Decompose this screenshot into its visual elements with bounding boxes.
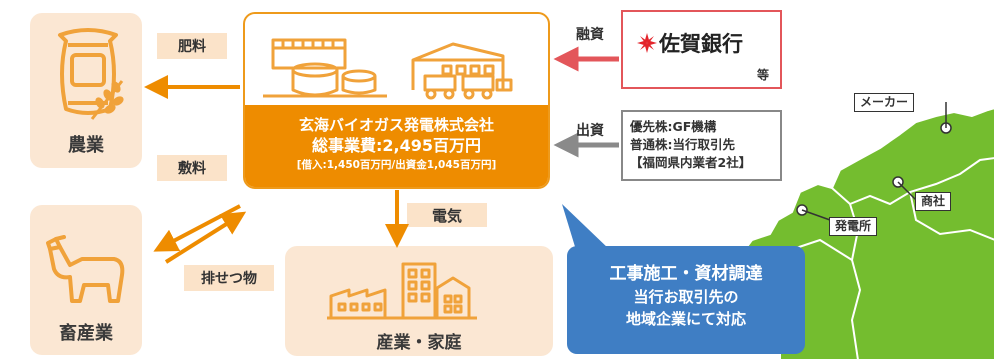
callout-title: 工事施工・資材調達 <box>609 264 763 284</box>
bank-suffix: 等 <box>757 68 770 82</box>
industry-panel: 産業・家庭 <box>285 246 553 356</box>
total-project-cost: 総事業費:2,495百万円 <box>311 136 481 155</box>
investment-line-common: 普通株:当行取引先 <box>630 137 735 152</box>
investment-line-preferred: 優先株:GF機構 <box>630 119 717 134</box>
livestock-panel: 畜産業 <box>30 205 142 355</box>
company-name: 玄海バイオガス発電株式会社 <box>298 116 494 134</box>
electricity-tag: 電気 <box>407 203 487 227</box>
callout-line-3: 地域企業にて対応 <box>625 310 746 328</box>
industry-label: 産業・家庭 <box>376 333 462 353</box>
investment-line-companies: 【福岡県内業者2社】 <box>630 155 752 170</box>
trading-company-tag: 商社 <box>915 192 952 211</box>
agriculture-label: 農業 <box>68 135 104 156</box>
investment-label: 出資 <box>576 123 604 139</box>
bank-name: 佐賀銀行 <box>659 31 743 56</box>
livestock-label: 畜産業 <box>59 323 113 344</box>
cost-breakdown: [借入:1,450百万円/出資金1,045百万円] <box>296 159 497 171</box>
financing-label: 融資 <box>576 27 604 43</box>
cow-icon <box>46 235 125 303</box>
bedding-tag: 敷料 <box>157 155 227 181</box>
bank-box: 佐賀銀行 等 <box>621 10 782 89</box>
plant-buildings-icon <box>263 38 513 100</box>
maker-tag: メーカー <box>854 93 915 112</box>
manure-tag: 排せつ物 <box>184 265 274 291</box>
callout-line-2: 当行お取引先の <box>633 288 739 306</box>
agriculture-panel: 農業 <box>30 13 142 168</box>
callout-tail <box>562 204 610 250</box>
investment-box: 優先株:GF機構 普通株:当行取引先 【福岡県内業者2社】 <box>621 110 782 181</box>
construction-callout: 工事施工・資材調達 当行お取引先の 地域企業にて対応 <box>567 246 805 354</box>
fertilizer-tag: 肥料 <box>157 33 227 59</box>
power-plant-tag: 発電所 <box>829 217 878 236</box>
company-box: 玄海バイオガス発電株式会社 総事業費:2,495百万円 [借入:1,450百万円… <box>243 12 550 189</box>
factory-icon <box>327 262 477 320</box>
bank-logo-icon <box>637 33 657 53</box>
manure-arrow <box>164 211 247 264</box>
company-info-band: 玄海バイオガス発電株式会社 総事業費:2,495百万円 [借入:1,450百万円… <box>245 105 548 187</box>
fertilizer-bag-icon <box>58 28 124 120</box>
